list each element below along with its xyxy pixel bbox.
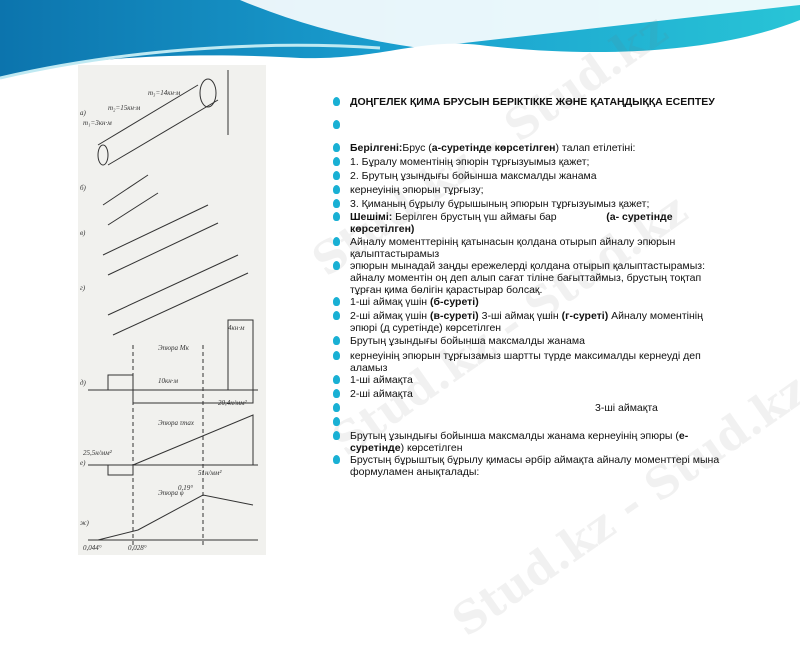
figure-label: Эпюра φ: [158, 489, 184, 497]
list-item: 1. Бұралу моментінің эпюрін тұрғызуымыз …: [333, 156, 723, 168]
list-item: 2. Брутың ұзындығы бойынша максмалды жан…: [333, 170, 723, 182]
slide-header-banner: [0, 0, 800, 80]
bullet-icon: [333, 336, 340, 345]
figure-label: б): [80, 184, 87, 192]
slide-title: ДОҢГЕЛЕК ҚИМА БРУСЫН БЕРІКТІККЕ ЖӘНЕ ҚАТ…: [333, 96, 723, 108]
bullet-icon: [333, 417, 340, 426]
figure-label: m₃=14кн·м: [148, 89, 181, 97]
figure-label: 20,4н/мм²: [218, 399, 248, 407]
list-item: эпюрын мынадай заңды ережелерді қолдана …: [333, 260, 723, 296]
bullet-icon: [333, 171, 340, 180]
list-item: кернеуінің эпюрын тұрғызамыз шартты түрд…: [333, 350, 723, 374]
bullet-icon: [333, 311, 340, 320]
bullet-icon: [333, 261, 340, 270]
figure-label: е): [80, 459, 86, 467]
bullet-icon: [333, 455, 340, 464]
bullet-icon: [333, 431, 340, 440]
list-item: 2-ші аймақ үшін (в-суреті) 3-ші аймақ үш…: [333, 310, 723, 334]
bullet-icon: [333, 297, 340, 306]
bullet-icon: [333, 143, 340, 152]
figure-label: 51н/мм²: [198, 469, 222, 477]
figure-label: Эпюра τmax: [158, 419, 195, 427]
figure-label: Эпюра Mк: [158, 344, 190, 352]
list-item: Брутың ұзындығы бойынша максмалды жанама…: [333, 430, 723, 454]
bullet-icon: [333, 389, 340, 398]
list-item: Айналу моменттерінің қатынасын қолдана о…: [333, 236, 723, 260]
bullet-icon: [333, 157, 340, 166]
figure-label: 0,19°: [178, 484, 193, 492]
list-item: 3-ші аймақта: [333, 402, 723, 414]
list-item: 3. Қиманың бұрылу бұрышының эпюрын тұрғы…: [333, 198, 723, 210]
figure-label: 10кн·м: [158, 377, 178, 385]
bullet-icon: [333, 237, 340, 246]
shaft-torsion-diagram: а) б) в) г) д) е) ж) m₁=3кн·м m₂=15кн·м …: [78, 65, 266, 555]
list-item: Брутың ұзындығы бойынша максмалды жанама: [333, 335, 723, 347]
list-item: Брустың бұрыштық бұрылу қимасы әрбір айм…: [333, 454, 723, 478]
figure-label: 0,044°: [83, 544, 102, 552]
bullet-icon: [333, 351, 340, 360]
list-item: Шешімі: Берілген брустың үш аймағы бар (…: [333, 211, 723, 235]
bullet-icon: [333, 199, 340, 208]
bullet-icon: [333, 375, 340, 384]
figure-label: г): [80, 284, 86, 292]
figure-label: 4кн·м: [228, 324, 245, 332]
list-item: Берілгені:Брус (а-суретінде көрсетілген)…: [333, 142, 723, 154]
list-item: 2-ші аймақта: [333, 388, 723, 400]
bullet-icon: [333, 185, 340, 194]
figure-label: а): [80, 109, 87, 117]
list-item: кернеуінің эпюрын тұрғызу;: [333, 184, 723, 196]
bullet-icon: [333, 403, 340, 412]
list-item: 1-ші аймақ үшін (б-суреті): [333, 296, 723, 308]
bullet-icon: [333, 212, 340, 221]
figure-label: m₁=3кн·м: [83, 119, 112, 127]
list-item: 1-ші аймақта: [333, 374, 723, 386]
figure-label: 0,028°: [128, 544, 147, 552]
figure-label: ж): [80, 519, 90, 527]
figure-label: 25,5н/мм²: [83, 449, 113, 457]
figure-label: д): [80, 379, 87, 387]
bullet-icon: [333, 97, 340, 106]
figure-label: в): [80, 229, 86, 237]
bullet-icon: [333, 120, 340, 129]
figure-label: m₂=15кн·м: [108, 104, 141, 112]
